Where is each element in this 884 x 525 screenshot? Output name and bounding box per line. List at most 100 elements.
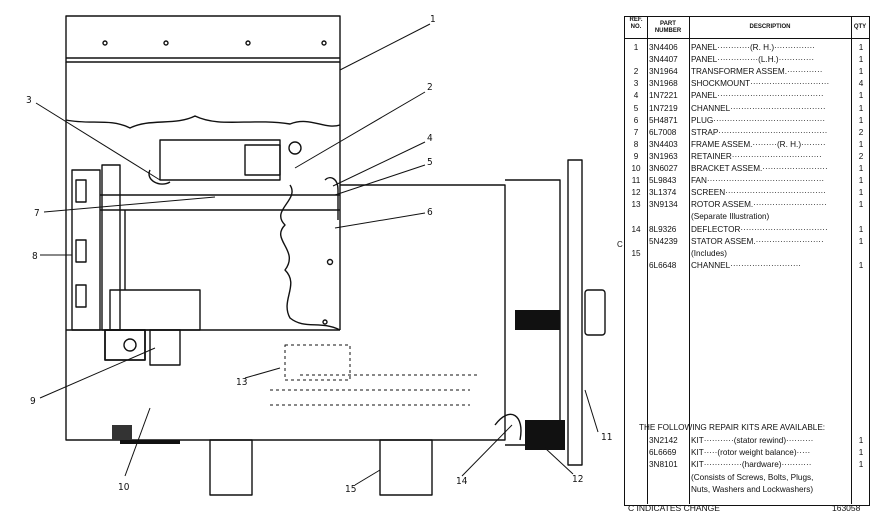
callout-11: 11: [601, 432, 612, 443]
kit-row: 3N8101 KIT··············(hardware)·······…: [625, 459, 869, 471]
qty-cell: 1: [858, 236, 864, 246]
part-number-cell: 3N2142: [649, 436, 678, 445]
cutaway-edge: [65, 115, 341, 129]
foot-right: [379, 439, 433, 496]
callout-12: 12: [572, 474, 583, 485]
bracket-assembly: [109, 289, 201, 331]
description-cell: KIT··············(hardware)···········: [691, 460, 812, 470]
deflector: [494, 413, 522, 441]
table-row: 3N4407 PANEL···············(L.H.)········…: [625, 54, 869, 66]
callout-15: 15: [345, 484, 356, 495]
ref-no-cell: 9: [633, 151, 639, 161]
foot-left: [209, 439, 253, 496]
qty-cell: 1: [858, 164, 864, 173]
ref-no-cell: 5: [633, 103, 639, 113]
qty-cell: 1: [858, 448, 864, 458]
description-cell: PANEL············(R. H.)···············: [691, 43, 815, 52]
ref-no-cell: 14: [631, 224, 641, 234]
callout-6: 6: [427, 207, 433, 218]
qty-cell: 4: [858, 79, 864, 89]
ref-no-cell: 2: [633, 67, 639, 77]
description-cell: CHANNEL·································…: [691, 103, 826, 113]
part-number-cell: 6L6669: [649, 448, 677, 458]
part-number-cell: 1N7219: [649, 103, 678, 113]
description-cell: PLUG····································…: [691, 115, 826, 125]
part-number-cell: 5N4239: [649, 236, 678, 246]
end-plate: [567, 159, 583, 466]
qty-cell: 1: [858, 176, 864, 186]
description-cell: RETAINER································…: [691, 151, 822, 161]
description-cell: Nuts, Washers and Lockwashers): [691, 484, 814, 494]
part-number-cell: 3N8101: [649, 460, 678, 470]
callout-1: 1: [430, 14, 436, 25]
ref-no-cell: 12: [631, 188, 641, 198]
part-number-cell: 3N4406: [649, 43, 678, 52]
qty-cell: 1: [858, 200, 864, 210]
callout-7: 7: [34, 208, 40, 219]
callout-14: 14: [456, 476, 468, 487]
callout-10: 10: [118, 482, 130, 493]
side-panel-outline: [65, 62, 341, 330]
callout-9: 9: [30, 396, 36, 407]
description-cell: (Separate Illustration): [691, 212, 770, 222]
qty-cell: 2: [858, 127, 864, 137]
top-panel: [65, 15, 341, 63]
ref-no-cell: 3: [633, 79, 639, 89]
change-mark: C: [617, 240, 623, 249]
figure-number: 163058: [832, 503, 861, 513]
table-row: 12 3L1374 SCREEN··························…: [625, 187, 869, 199]
kit-row: Nuts, Washers and Lockwashers): [625, 484, 869, 496]
ref-no-cell: 4: [633, 91, 639, 101]
part-number-cell: 6L7008: [649, 127, 677, 137]
ref-no-cell: 7: [633, 127, 639, 137]
table-row: 3 3N1968 SHOCKMOUNT·······················…: [625, 78, 869, 90]
description-cell: (Consists of Screws, Bolts, Plugs,: [691, 472, 814, 482]
table-row: 15 (Includes): [625, 248, 869, 260]
qty-cell: 1: [858, 460, 864, 470]
table-row: 1 3N4406 PANEL············(R. H.)·········…: [625, 42, 869, 54]
table-row: 9 3N1963 RETAINER·························…: [625, 151, 869, 163]
part-number-cell: 3N1963: [649, 151, 678, 161]
description-cell: ROTOR ASSEM.···························: [691, 200, 827, 210]
description-cell: SHOCKMOUNT·····························: [691, 79, 830, 89]
part-number-cell: 3N4407: [649, 55, 678, 65]
qty-cell: 1: [858, 55, 864, 65]
qty-cell: 1: [858, 436, 864, 445]
description-cell: PANEL···································…: [691, 91, 824, 101]
qty-cell: 1: [858, 224, 864, 234]
ref-no-cell: 11: [631, 176, 641, 186]
ref-no-cell: 15: [631, 248, 641, 258]
qty-cell: 1: [858, 43, 864, 52]
qty-cell: 1: [858, 115, 864, 125]
col-divider: [647, 17, 648, 504]
description-cell: FRAME ASSEM.·········(R. H.)·········: [691, 139, 826, 149]
left-frame: [71, 169, 101, 331]
table-row: 7 6L7008 STRAP····························…: [625, 127, 869, 139]
description-cell: FAN·····································…: [691, 176, 825, 186]
part-number-cell: 3N9134: [649, 200, 678, 210]
qty-cell: 1: [858, 91, 864, 101]
qty-cell: 1: [858, 67, 864, 77]
ref-no-cell: 1: [633, 43, 639, 52]
main-housing: [65, 120, 506, 441]
part-number-cell: 5L9843: [649, 176, 677, 186]
header-qty: QTY: [851, 17, 869, 39]
header-part-number: PART NUMBER: [647, 17, 689, 39]
table-row: 5 1N7219 CHANNEL··························…: [625, 103, 869, 115]
description-cell: BRACKET ASSEM.························: [691, 164, 828, 173]
part-number-cell: 3L1374: [649, 188, 677, 198]
part-number-cell: 3N1968: [649, 79, 678, 89]
header-ref-no: REF. NO.: [625, 17, 647, 39]
description-cell: STRAP···································…: [691, 127, 828, 137]
qty-cell: 2: [858, 151, 864, 161]
callout-8: 8: [32, 251, 38, 262]
panel-channel: [324, 177, 339, 220]
qty-cell: 1: [858, 260, 864, 270]
description-cell: PANEL···············(L.H.)·············: [691, 55, 815, 65]
description-cell: SCREEN··································…: [691, 188, 827, 198]
